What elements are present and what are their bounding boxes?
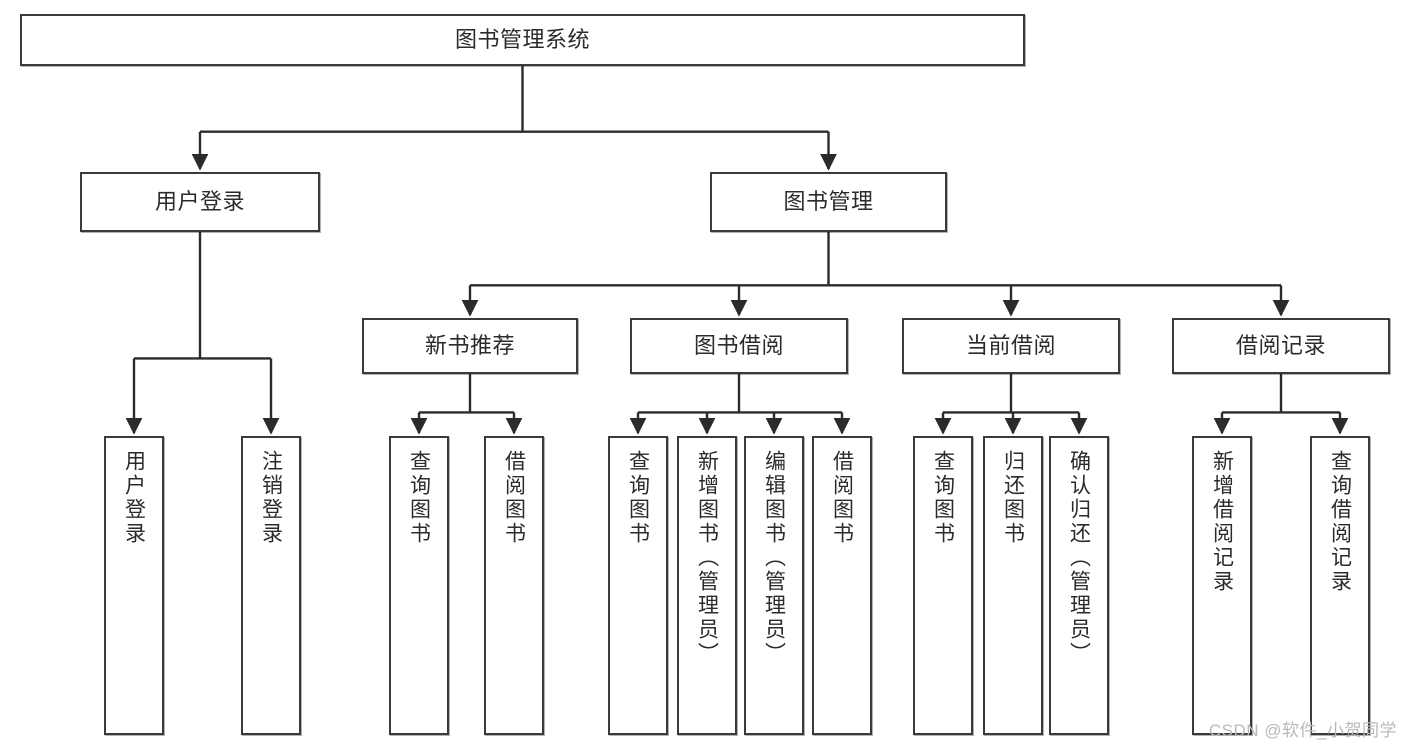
node-leaf-borrow-book-2[interactable]: 借阅图书 [812, 436, 872, 735]
node-leaf-query-book-1-label: 查询图书 [407, 450, 431, 546]
node-root-label: 图书管理系统 [454, 27, 590, 53]
node-leaf-query-record[interactable]: 查询借阅记录 [1310, 436, 1370, 735]
node-leaf-add-record[interactable]: 新增借阅记录 [1192, 436, 1252, 735]
node-leaf-return-book-label: 归还图书 [1001, 450, 1025, 546]
node-leaf-return-book[interactable]: 归还图书 [983, 436, 1043, 735]
node-leaf-edit-book-label: 编辑图书（管理员） [762, 450, 786, 666]
node-current-borrow-label: 当前借阅 [965, 333, 1056, 359]
node-leaf-add-book-label: 新增图书（管理员） [695, 450, 719, 666]
node-root[interactable]: 图书管理系统 [20, 14, 1025, 66]
node-current-borrow[interactable]: 当前借阅 [902, 318, 1120, 374]
node-leaf-user-login[interactable]: 用户登录 [104, 436, 164, 735]
node-user-login-label: 用户登录 [154, 189, 245, 215]
node-leaf-user-logout[interactable]: 注销登录 [241, 436, 301, 735]
node-book-manage-label: 图书管理 [783, 189, 874, 215]
node-leaf-query-book-3-label: 查询图书 [931, 450, 955, 546]
node-book-borrow-label: 图书借阅 [693, 333, 784, 359]
node-leaf-query-book-3[interactable]: 查询图书 [913, 436, 973, 735]
node-leaf-borrow-book-1[interactable]: 借阅图书 [484, 436, 544, 735]
node-leaf-borrow-book-2-label: 借阅图书 [830, 450, 854, 546]
watermark: CSDN @软件_小贺同学 [1208, 721, 1397, 740]
node-leaf-query-book-2[interactable]: 查询图书 [608, 436, 668, 735]
node-leaf-confirm-return[interactable]: 确认归还（管理员） [1049, 436, 1109, 735]
node-leaf-query-book-2-label: 查询图书 [626, 450, 650, 546]
node-leaf-user-login-label: 用户登录 [122, 450, 146, 546]
node-leaf-query-record-label: 查询借阅记录 [1328, 450, 1352, 594]
node-borrow-record[interactable]: 借阅记录 [1172, 318, 1390, 374]
node-leaf-add-book[interactable]: 新增图书（管理员） [677, 436, 737, 735]
node-book-manage[interactable]: 图书管理 [710, 172, 947, 232]
node-borrow-record-label: 借阅记录 [1235, 333, 1326, 359]
node-new-book-recommend-label: 新书推荐 [424, 333, 515, 359]
node-leaf-borrow-book-1-label: 借阅图书 [502, 450, 526, 546]
node-user-login[interactable]: 用户登录 [80, 172, 320, 232]
node-leaf-confirm-return-label: 确认归还（管理员） [1067, 450, 1091, 666]
node-leaf-query-book-1[interactable]: 查询图书 [389, 436, 449, 735]
node-leaf-user-logout-label: 注销登录 [259, 450, 283, 546]
node-book-borrow[interactable]: 图书借阅 [630, 318, 848, 374]
node-new-book-recommend[interactable]: 新书推荐 [362, 318, 578, 374]
node-leaf-edit-book[interactable]: 编辑图书（管理员） [744, 436, 804, 735]
node-leaf-add-record-label: 新增借阅记录 [1210, 450, 1234, 594]
